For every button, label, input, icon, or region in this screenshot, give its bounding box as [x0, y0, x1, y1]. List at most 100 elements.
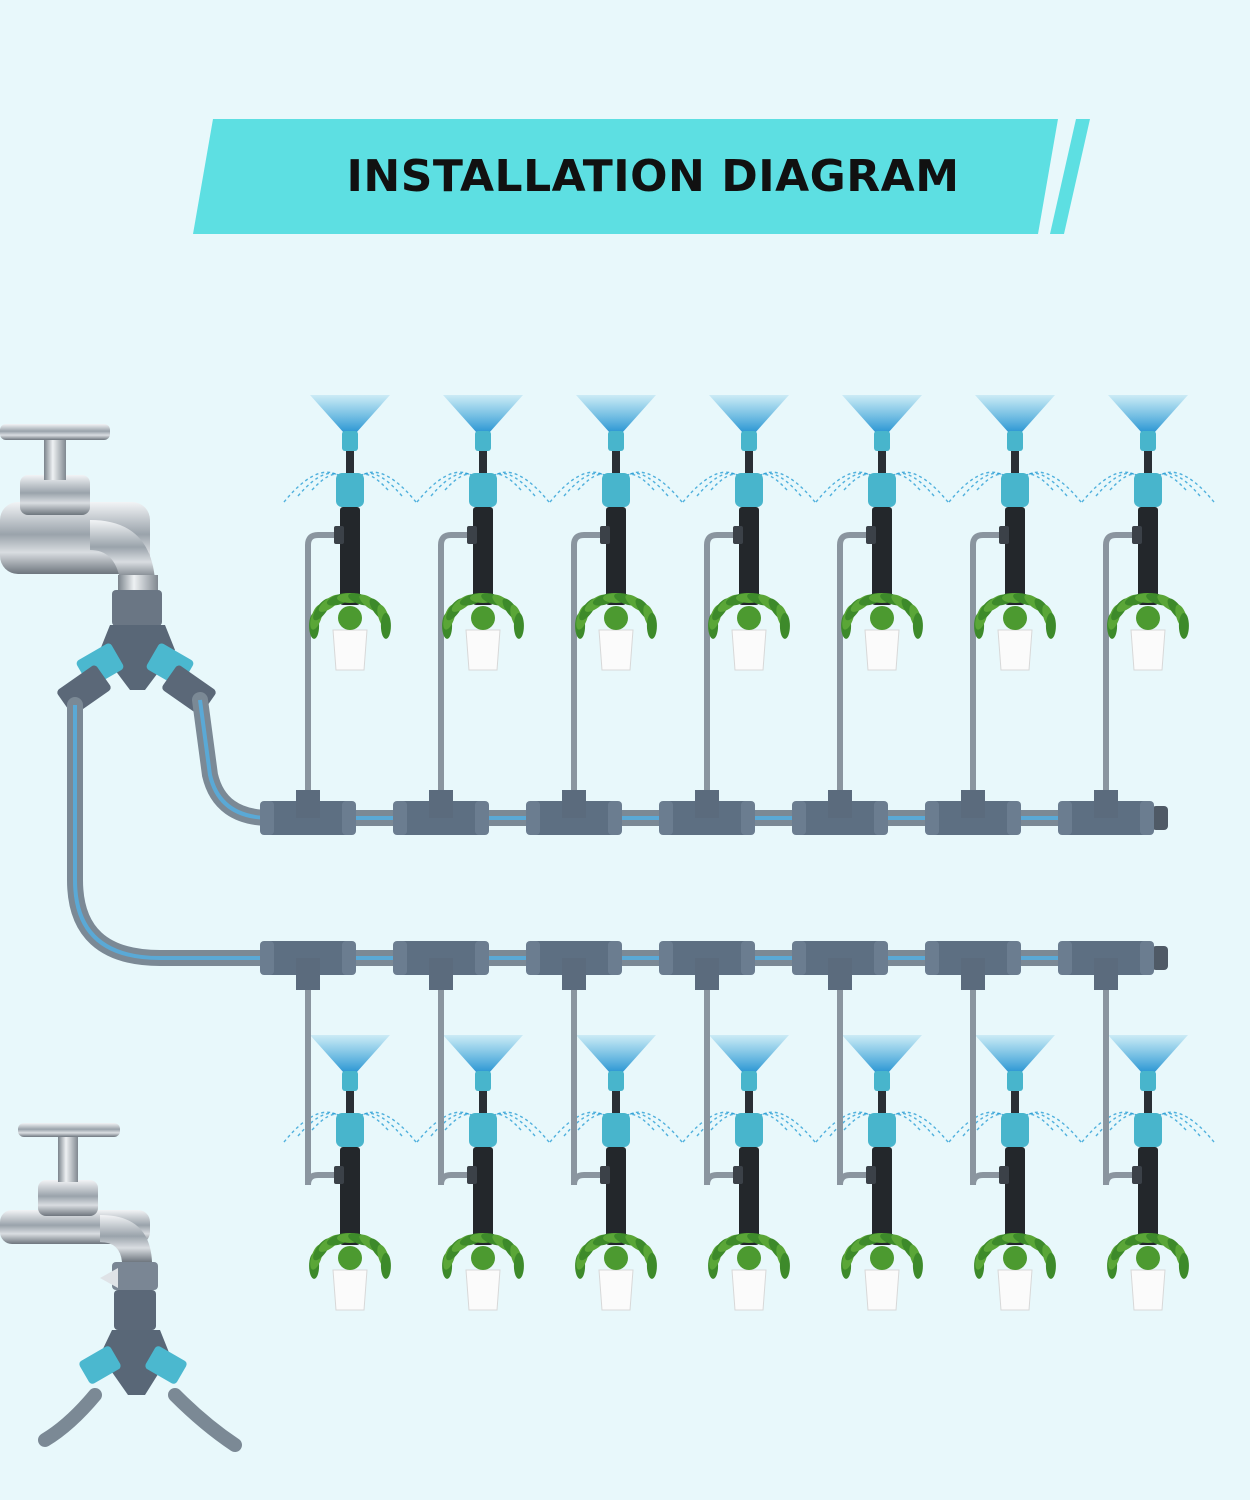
hose-upper	[192, 692, 1168, 826]
nozzle	[1140, 431, 1156, 451]
nozzle	[475, 1071, 491, 1091]
lower-sprinkler-unit	[260, 941, 417, 1311]
spray-cone	[1108, 395, 1188, 433]
tee-branch	[828, 790, 852, 818]
stake	[872, 507, 892, 605]
riser-tube	[438, 532, 473, 790]
spray-cone	[842, 1035, 922, 1073]
stake	[340, 1147, 360, 1245]
adjuster	[1134, 473, 1162, 507]
spray-cone	[1108, 1035, 1188, 1073]
page-title: INSTALLATION DIAGRAM	[346, 151, 960, 202]
riser-tube	[571, 532, 606, 790]
end-cap-lower	[1152, 946, 1168, 970]
sprinkler-row-lower	[260, 941, 1215, 1311]
riser-tube	[704, 990, 739, 1186]
nozzle	[1007, 431, 1023, 451]
riser-tube	[1103, 990, 1138, 1186]
plant-pot	[465, 629, 501, 671]
nozzle	[342, 1071, 358, 1091]
nozzle	[1007, 1071, 1023, 1091]
y-connector-lower	[38, 1262, 242, 1452]
tee-branch	[296, 958, 320, 990]
stake	[1138, 1147, 1158, 1245]
adjuster	[336, 1113, 364, 1147]
plant-leaf	[646, 1252, 657, 1279]
adjuster	[868, 1113, 896, 1147]
lower-sprinkler-unit	[925, 941, 1082, 1311]
tee-branch	[429, 958, 453, 990]
spray-cone	[310, 395, 390, 433]
nozzle	[475, 431, 491, 451]
riser-tube	[305, 532, 340, 790]
tee-branch	[429, 790, 453, 818]
nozzle	[1140, 1071, 1156, 1091]
tee-branch	[296, 790, 320, 818]
riser-tube	[305, 990, 340, 1186]
plant-leaf	[912, 1252, 923, 1279]
nozzle	[874, 431, 890, 451]
plant-leaf	[1178, 612, 1189, 639]
adjuster	[336, 473, 364, 507]
spray-cone	[443, 395, 523, 433]
plant-pot	[598, 1269, 634, 1311]
riser-tube	[704, 532, 739, 790]
faucet-upper	[0, 424, 158, 597]
adjuster	[1001, 1113, 1029, 1147]
upper-sprinkler-unit	[925, 395, 1082, 835]
adjuster	[602, 1113, 630, 1147]
upper-sprinkler-unit	[659, 395, 816, 835]
tee-branch	[961, 958, 985, 990]
riser-tube	[970, 990, 1005, 1186]
riser-tube	[970, 532, 1005, 790]
plant-pot	[997, 1269, 1033, 1311]
tee-branch	[1094, 958, 1118, 990]
stake	[1005, 1147, 1025, 1245]
spray-cone	[576, 395, 656, 433]
stake	[872, 1147, 892, 1245]
upper-sprinkler-unit	[1058, 395, 1215, 835]
upper-sprinkler-unit	[792, 395, 949, 835]
nozzle	[608, 1071, 624, 1091]
stake	[606, 1147, 626, 1245]
spray-cone	[310, 1035, 390, 1073]
spray-cone	[709, 395, 789, 433]
stake	[473, 1147, 493, 1245]
riser-tube	[571, 990, 606, 1186]
adjuster	[602, 473, 630, 507]
plant-leaf	[513, 612, 524, 639]
lower-sprinkler-unit	[792, 941, 949, 1311]
upper-sprinkler-unit	[526, 395, 683, 835]
riser-tube	[837, 532, 872, 790]
stake	[739, 1147, 759, 1245]
spray-cone	[709, 1035, 789, 1073]
adjuster	[868, 473, 896, 507]
stake	[340, 507, 360, 605]
plant-pot	[465, 1269, 501, 1311]
nozzle	[608, 431, 624, 451]
stake	[739, 507, 759, 605]
adjuster	[1001, 473, 1029, 507]
plant-leaf	[779, 612, 790, 639]
tee-branch	[695, 790, 719, 818]
adjuster	[469, 473, 497, 507]
adjuster	[735, 473, 763, 507]
end-cap-upper	[1152, 806, 1168, 830]
spray-cone	[975, 1035, 1055, 1073]
tee-branch	[562, 958, 586, 990]
plant-leaf	[380, 1252, 391, 1279]
plant-pot	[864, 629, 900, 671]
upper-sprinkler-unit	[393, 395, 550, 835]
plant-pot	[864, 1269, 900, 1311]
plant-pot	[731, 629, 767, 671]
tee-branch	[961, 790, 985, 818]
lower-sprinkler-unit	[659, 941, 816, 1311]
nozzle	[342, 431, 358, 451]
tee-branch	[828, 958, 852, 990]
lower-sprinkler-unit	[393, 941, 550, 1311]
plant-leaf	[1045, 1252, 1056, 1279]
plant-leaf	[1045, 612, 1056, 639]
nozzle	[741, 1071, 757, 1091]
plant-leaf	[912, 612, 923, 639]
tee-branch	[1094, 790, 1118, 818]
